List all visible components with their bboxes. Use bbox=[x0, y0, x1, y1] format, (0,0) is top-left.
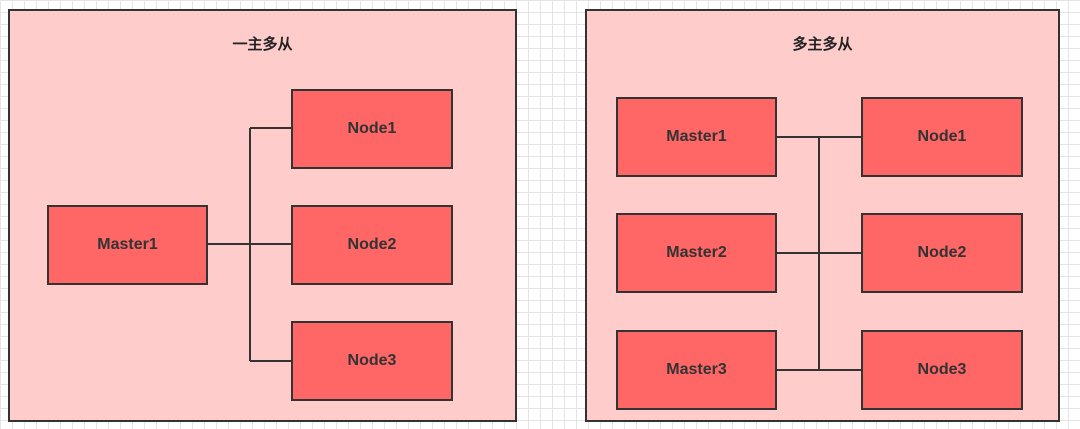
node3-box[interactable]: Node3 bbox=[861, 330, 1023, 410]
node2-box[interactable]: Node2 bbox=[861, 213, 1023, 293]
node2-box[interactable]: Node2 bbox=[291, 205, 453, 285]
panel-title: 多主多从 bbox=[792, 36, 853, 53]
master2-node[interactable]: Master2 bbox=[616, 213, 777, 293]
master1-node[interactable]: Master1 bbox=[47, 205, 208, 285]
node1-box[interactable]: Node1 bbox=[861, 97, 1023, 177]
node3-box[interactable]: Node3 bbox=[291, 321, 453, 401]
master1-node[interactable]: Master1 bbox=[616, 97, 777, 177]
node1-box[interactable]: Node1 bbox=[291, 89, 453, 169]
panel-title: 一主多从 bbox=[232, 36, 293, 53]
master3-node[interactable]: Master3 bbox=[616, 330, 777, 410]
